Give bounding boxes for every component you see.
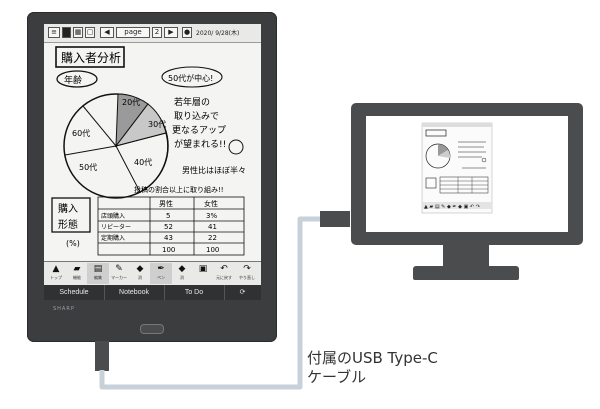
monitor-base [413,266,519,280]
side-label-2: 形態 [58,218,78,231]
table-cell: 100 [206,246,219,254]
date-label: 2020/ 9/28(木) [196,30,240,37]
page-number[interactable]: 2 [152,27,162,38]
note-line: 男性比はほぼ半々 [182,165,246,175]
redo-tool[interactable]: ↷やり直し [239,264,255,280]
briefcase-icon: ▰ [73,264,81,274]
toolbar: ▲トップ ▰機能 ▤編集 ✎マーカー ◆消 ✒ペン ◆消 ▣ ↶元に戻す ↷やり… [44,261,261,285]
side-label-box [51,197,91,233]
comment-tag: 50代が中心! [168,73,213,83]
top-bar: ≡ ▦ ▢ ◀ page 2 ▶ ● 2020/ 9/28(木) [44,24,261,43]
eraser-icon: ◆ [178,264,186,274]
pie-slice-40s [115,132,169,193]
up-arrow-icon: ▲ [52,264,60,274]
prev-page-icon[interactable]: ◀ [100,27,114,38]
table-header-female: 女性 [204,199,218,208]
table-cell: 52 [164,223,173,231]
handwritten-note[interactable]: 購入者分析 年齢 20代 30代 40代 50代 60代 50代が中心! 若年層… [44,43,261,261]
tablet-screen: ≡ ▦ ▢ ◀ page 2 ▶ ● 2020/ 9/28(木) 購入者分析 年… [44,24,261,300]
comment-line-3: 更なるアップ [172,125,226,136]
note-title: 購入者分析 [61,51,121,65]
diamond-tool-icon: ◆ [136,264,144,274]
top-tool[interactable]: ▲トップ [50,264,62,280]
table-cell: 43 [164,234,173,242]
function-tool[interactable]: ▰機能 [73,264,81,280]
menu-icon[interactable]: ≡ [48,27,60,38]
data-table-grid [97,196,245,256]
note-drawing: 購入者分析 年齢 20代 30代 40代 50代 60代 50代が中心! 若年層… [51,46,246,256]
paste-icon: ▣ [198,264,208,274]
comment-line-2: 取り込みで [174,111,219,122]
page-view-icon[interactable]: ▢ [85,27,95,38]
pie-label-30s: 30代 [148,119,166,129]
eraser-tool-2[interactable]: ◆消 [178,264,186,280]
paste-tool[interactable]: ▣ [192,263,214,284]
redo-icon: ↷ [243,264,251,274]
tablet-usb-plug [95,341,109,371]
table-cell: 100 [162,246,175,254]
cable-wire [99,216,326,390]
tab-todo[interactable]: To Do [164,285,225,300]
marker-tool[interactable]: ✎マーカー [111,264,127,280]
pie-label-20s: 20代 [122,97,140,107]
brand-logo: SHARP [53,306,75,312]
chart-label: 年齢 [64,74,82,86]
undo-tool[interactable]: ↶元に戻す [216,264,232,280]
tab-notebook[interactable]: Notebook [104,285,165,300]
caption-line-1: 付属のUSB Type-C [307,349,438,367]
table-header-male: 男性 [159,199,173,208]
refresh-icon[interactable]: ⟳ [239,289,246,296]
next-page-icon[interactable]: ▶ [164,27,178,38]
table-cell: 41 [208,223,217,231]
monitor-neck [443,245,489,267]
undo-icon: ↶ [220,264,228,274]
smiley-icon [228,139,244,155]
pie-label-50s: 50代 [79,162,97,172]
grid-icon[interactable]: ▦ [73,27,83,38]
comment-line-4: が望まれる!! [174,138,226,150]
table-cell: 22 [208,234,217,242]
pie-divider-2 [82,105,117,147]
table-cell: 定期購入 [101,234,125,242]
side-label-1: 購入 [58,202,78,215]
pie-label-40s: 40代 [134,157,152,167]
user-icon[interactable]: ● [182,27,192,38]
eraser-tool-1[interactable]: ◆消 [136,264,144,280]
table-cell: 店頭購入 [101,212,125,220]
side-unit: (%) [66,239,80,248]
cable-caption: 付属のUSB Type-C ケーブル [307,349,438,387]
document-icon: ▤ [93,264,103,274]
pie-divider [64,145,117,156]
monitor-usb-plug [320,211,350,227]
home-button[interactable] [140,324,164,334]
comment-line-1: 若年層の [174,96,210,108]
chart-label-bubble [56,70,98,88]
svg-text:▲ ▰ ▤ ✎ ◆ ✒ ◆ ▣ ↶ ↷: ▲ ▰ ▤ ✎ ◆ ✒ ◆ ▣ ↶ ↷ [424,204,481,210]
table-caption: 投稿の割合以上に取り組み!! [134,185,224,194]
marker-icon: ✎ [115,264,123,274]
mirrored-note: ▲ ▰ ▤ ✎ ◆ ✒ ◆ ▣ ↶ ↷ [421,122,493,214]
pen-icon: ✒ [157,264,165,274]
title-box [55,46,125,68]
pie-label-60s: 60代 [72,128,90,138]
layout-icon[interactable] [62,27,71,38]
page-label: page [116,27,150,38]
caption-line-2: ケーブル [307,368,367,386]
bottom-tabs: Schedule Notebook To Do ⟳ [44,285,261,300]
table-cell: 3% [206,212,217,220]
edit-tool[interactable]: ▤編集 [87,263,109,284]
comment-tag-bubble [161,66,223,88]
table-cell: 5 [166,212,170,220]
table-cell: リピーター [101,223,131,231]
monitor-screen: ▲ ▰ ▤ ✎ ◆ ✒ ◆ ▣ ↶ ↷ [366,116,568,232]
tab-schedule[interactable]: Schedule [44,285,105,300]
pen-tool[interactable]: ✒ペン [150,263,172,284]
